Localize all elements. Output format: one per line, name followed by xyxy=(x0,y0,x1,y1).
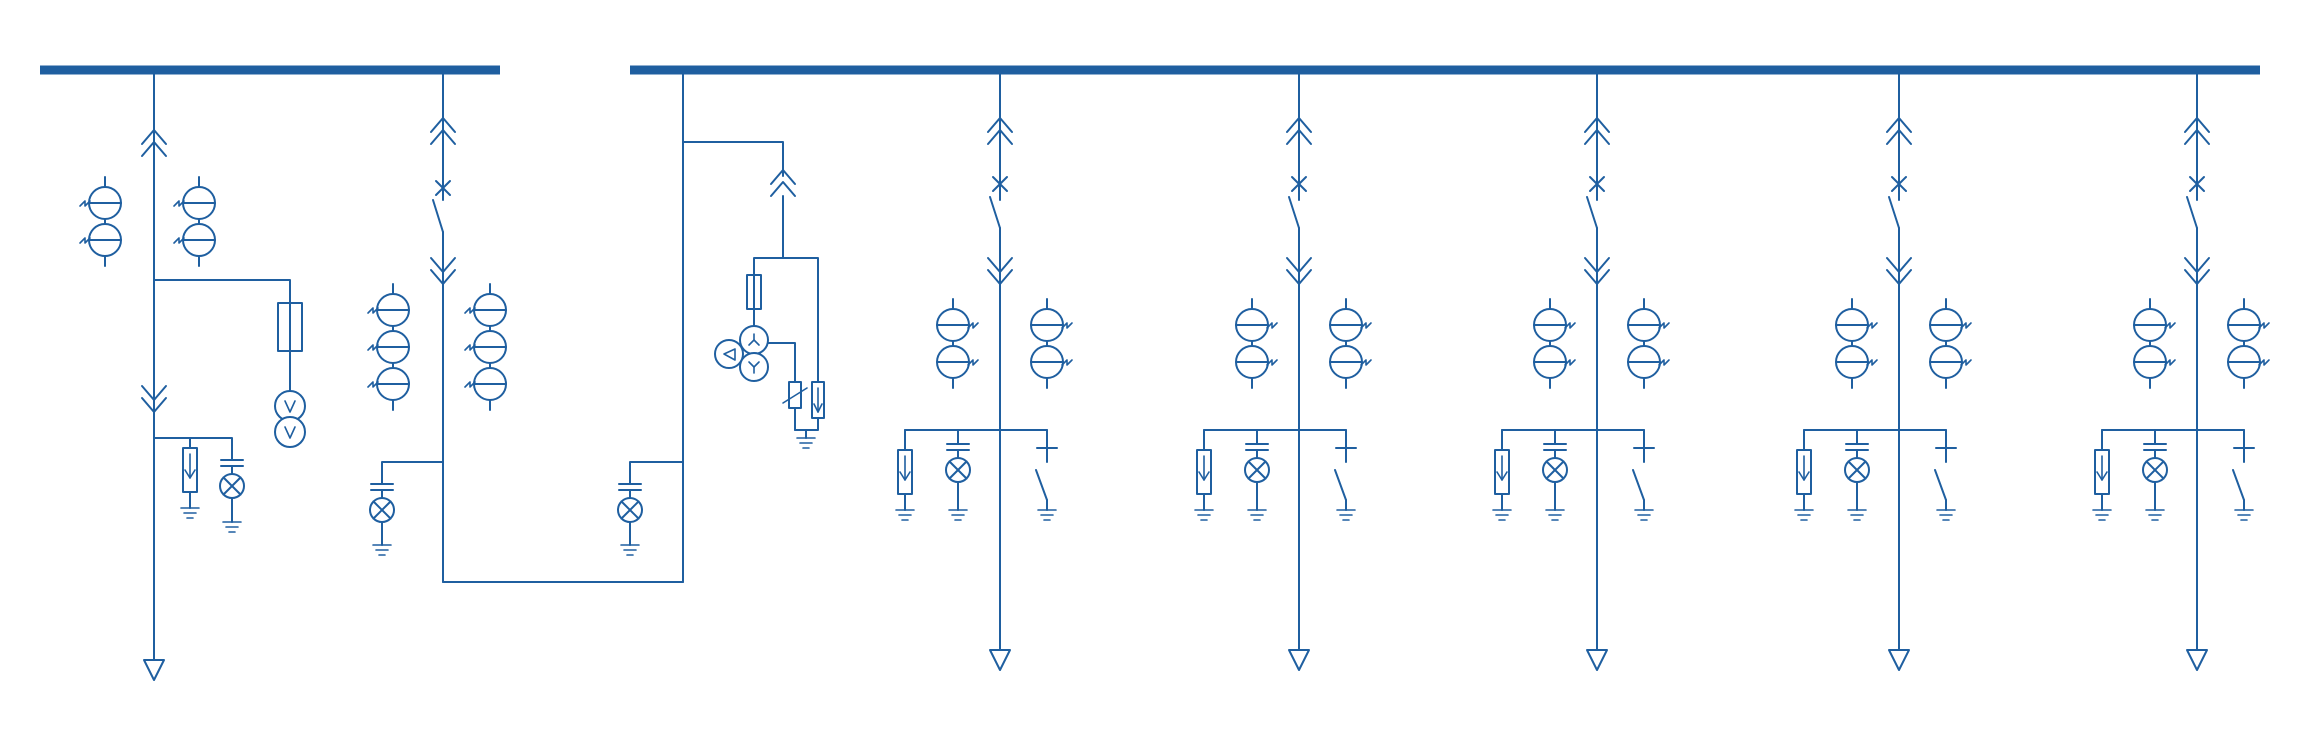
surge-arrester-icon xyxy=(1194,439,1214,521)
voltage-transformer-open-delta-icon xyxy=(714,325,769,382)
circuit-breaker-icon xyxy=(2189,176,2205,192)
plug-connector-icon xyxy=(430,117,456,145)
surge-arrester-icon xyxy=(2092,439,2112,521)
circuit-breaker-icon xyxy=(1291,176,1307,192)
current-transformer-icon xyxy=(464,283,507,411)
live-indicator-icon xyxy=(1542,429,1568,521)
current-transformer-icon xyxy=(1030,298,1073,389)
fuse-icon xyxy=(746,274,762,310)
live-indicator-icon xyxy=(1244,429,1270,521)
current-transformer-icon xyxy=(2227,298,2270,389)
disconnector-icon xyxy=(1288,196,1300,229)
current-transformer-icon xyxy=(936,298,979,389)
plug-connector-icon xyxy=(2184,257,2210,285)
circuit-breaker-icon xyxy=(992,176,1008,192)
surge-arrester-icon xyxy=(180,437,200,519)
current-transformer-icon xyxy=(1929,298,1972,389)
surge-arrester-icon xyxy=(1794,439,1814,521)
panel-feeder-4 xyxy=(1803,73,1947,656)
earthing-switch-icon xyxy=(1934,447,1957,521)
panel-feeder-3 xyxy=(1501,73,1645,656)
disconnector-icon xyxy=(2186,196,2198,229)
plug-connector-icon xyxy=(770,169,796,197)
plug-connector-icon xyxy=(430,257,456,285)
outgoing-arrow-icon xyxy=(1888,649,1910,671)
live-indicator-icon xyxy=(2142,429,2168,521)
live-indicator-icon xyxy=(617,469,643,556)
plug-connector-icon xyxy=(141,385,167,413)
live-indicator-icon xyxy=(369,469,395,556)
disconnector-icon xyxy=(989,196,1001,229)
earthing-switch-icon xyxy=(1334,447,1357,521)
panel-bus-coupler-breaker xyxy=(381,73,684,583)
surge-arrester-icon xyxy=(1492,439,1512,521)
plug-connector-icon xyxy=(1886,117,1912,145)
circuit-breaker-icon xyxy=(1589,176,1605,192)
plug-connector-icon xyxy=(1286,117,1312,145)
panel-bus-riser-metering xyxy=(629,73,825,583)
plug-connector-icon xyxy=(1886,257,1912,285)
earthing-switch-icon xyxy=(1632,447,1655,521)
current-transformer-icon xyxy=(2133,298,2176,389)
plug-connector-icon xyxy=(1286,257,1312,285)
live-indicator-icon xyxy=(219,445,245,533)
plug-connector-icon xyxy=(2184,117,2210,145)
panel-feeder-2 xyxy=(1203,73,1347,656)
panel-feeder-5 xyxy=(2101,73,2245,656)
voltage-transformer-icon xyxy=(274,390,306,448)
circuit-breaker-icon xyxy=(1891,176,1907,192)
current-transformer-icon xyxy=(173,176,216,267)
circuit-breaker-icon xyxy=(435,180,451,196)
outgoing-arrow-icon xyxy=(989,649,1011,671)
current-transformer-icon xyxy=(1329,298,1372,389)
earthing-switch-icon xyxy=(1035,447,1058,521)
live-indicator-icon xyxy=(1844,429,1870,521)
plug-connector-icon xyxy=(987,257,1013,285)
current-transformer-icon xyxy=(1627,298,1670,389)
fuse-icon xyxy=(277,302,303,352)
panel-feeder-1 xyxy=(904,73,1048,656)
outgoing-arrow-icon xyxy=(1586,649,1608,671)
current-transformer-icon xyxy=(1835,298,1878,389)
outgoing-arrow-icon xyxy=(2186,649,2208,671)
surge-arrester-icon xyxy=(895,439,915,521)
current-transformer-icon xyxy=(1235,298,1278,389)
plug-connector-icon xyxy=(1584,257,1610,285)
surge-arrester-icon xyxy=(811,381,825,419)
plug-connector-icon xyxy=(987,117,1013,145)
disconnector-icon xyxy=(1888,196,1900,229)
damping-resistor-icon xyxy=(782,381,808,409)
current-transformer-icon xyxy=(79,176,122,267)
outgoing-arrow-icon xyxy=(143,659,165,681)
disconnector-icon xyxy=(432,199,444,233)
panel-incoming-feeder xyxy=(153,73,291,661)
earthing-switch-icon xyxy=(2232,447,2255,521)
plug-connector-icon xyxy=(1584,117,1610,145)
outgoing-arrow-icon xyxy=(1288,649,1310,671)
plug-connector-icon xyxy=(141,129,167,157)
current-transformer-icon xyxy=(367,283,410,411)
live-indicator-icon xyxy=(945,429,971,521)
current-transformer-icon xyxy=(1533,298,1576,389)
disconnector-icon xyxy=(1586,196,1598,229)
